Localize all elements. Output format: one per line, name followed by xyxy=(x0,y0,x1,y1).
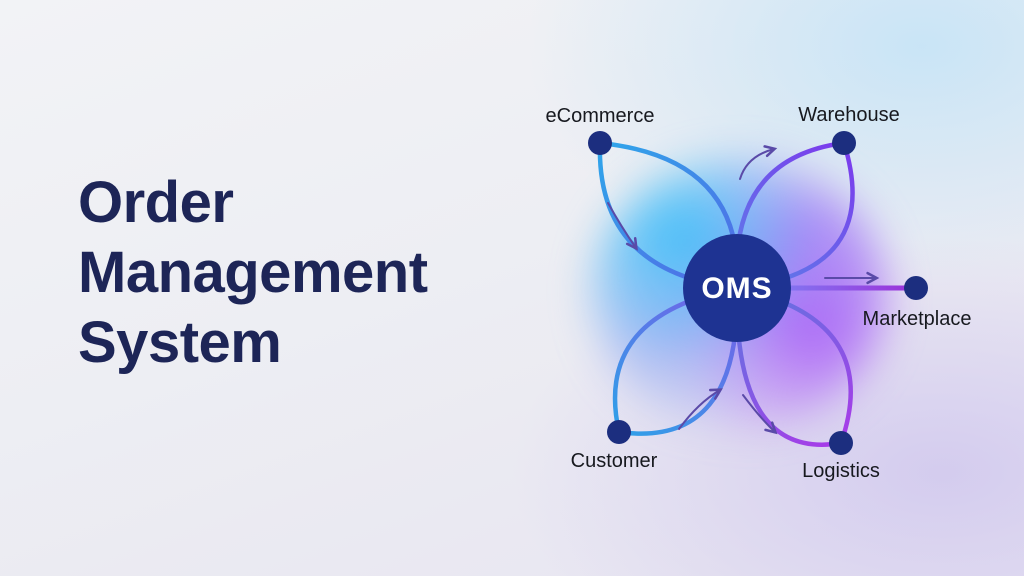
node-dot-customer xyxy=(607,420,631,444)
title-line-3: System xyxy=(78,310,282,375)
node-dot-marketplace xyxy=(904,276,928,300)
label-ecommerce: eCommerce xyxy=(546,105,655,127)
arrow-oms-to-warehouse xyxy=(739,145,778,180)
label-customer: Customer xyxy=(571,450,658,472)
page-title: Order Management System xyxy=(78,168,428,378)
title-line-2: Management xyxy=(78,240,428,305)
node-dot-ecommerce xyxy=(588,131,612,155)
arrow-ecommerce-to-oms xyxy=(607,202,638,251)
title-line-1: Order xyxy=(78,170,234,235)
node-dot-warehouse xyxy=(832,131,856,155)
arrow-oms-to-logistics xyxy=(742,394,778,435)
oms-center-label: OMS xyxy=(701,272,772,305)
label-logistics: Logistics xyxy=(802,460,880,482)
label-marketplace: Marketplace xyxy=(863,308,972,330)
oms-center-node xyxy=(683,234,791,342)
label-warehouse: Warehouse xyxy=(798,104,900,126)
arrow-customer-to-oms xyxy=(678,388,723,430)
node-dot-logistics xyxy=(829,431,853,455)
